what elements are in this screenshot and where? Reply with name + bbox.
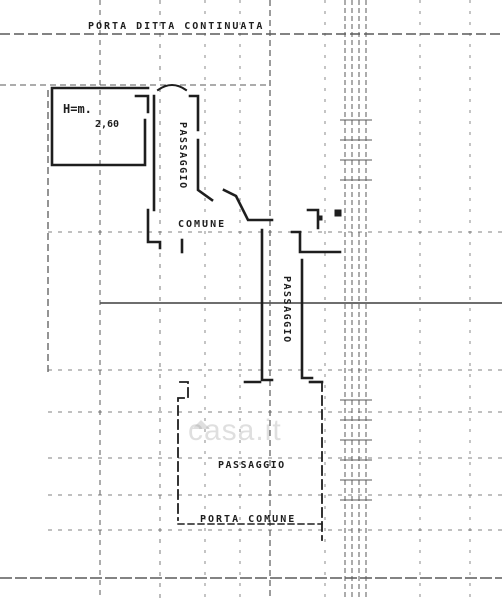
house-icon [192, 420, 210, 429]
watermark: casa.it [188, 414, 282, 447]
courtyard-label: PASSAGGIO [218, 460, 286, 471]
walls [50, 84, 342, 541]
room-marks [317, 209, 342, 221]
corridor-vertical-label: PASSAGGIO [177, 122, 188, 190]
corridor-common-label: COMUNE [178, 219, 227, 230]
bottom-label: PORTA COMUNE [200, 514, 297, 525]
room-number-label: 2,60 [95, 119, 120, 130]
passage-right-label: PASSAGGIO [281, 276, 292, 344]
room-height-label: H=m. [63, 102, 92, 116]
top-header-label: PORTA DITTA CONTINUATA [88, 21, 265, 32]
